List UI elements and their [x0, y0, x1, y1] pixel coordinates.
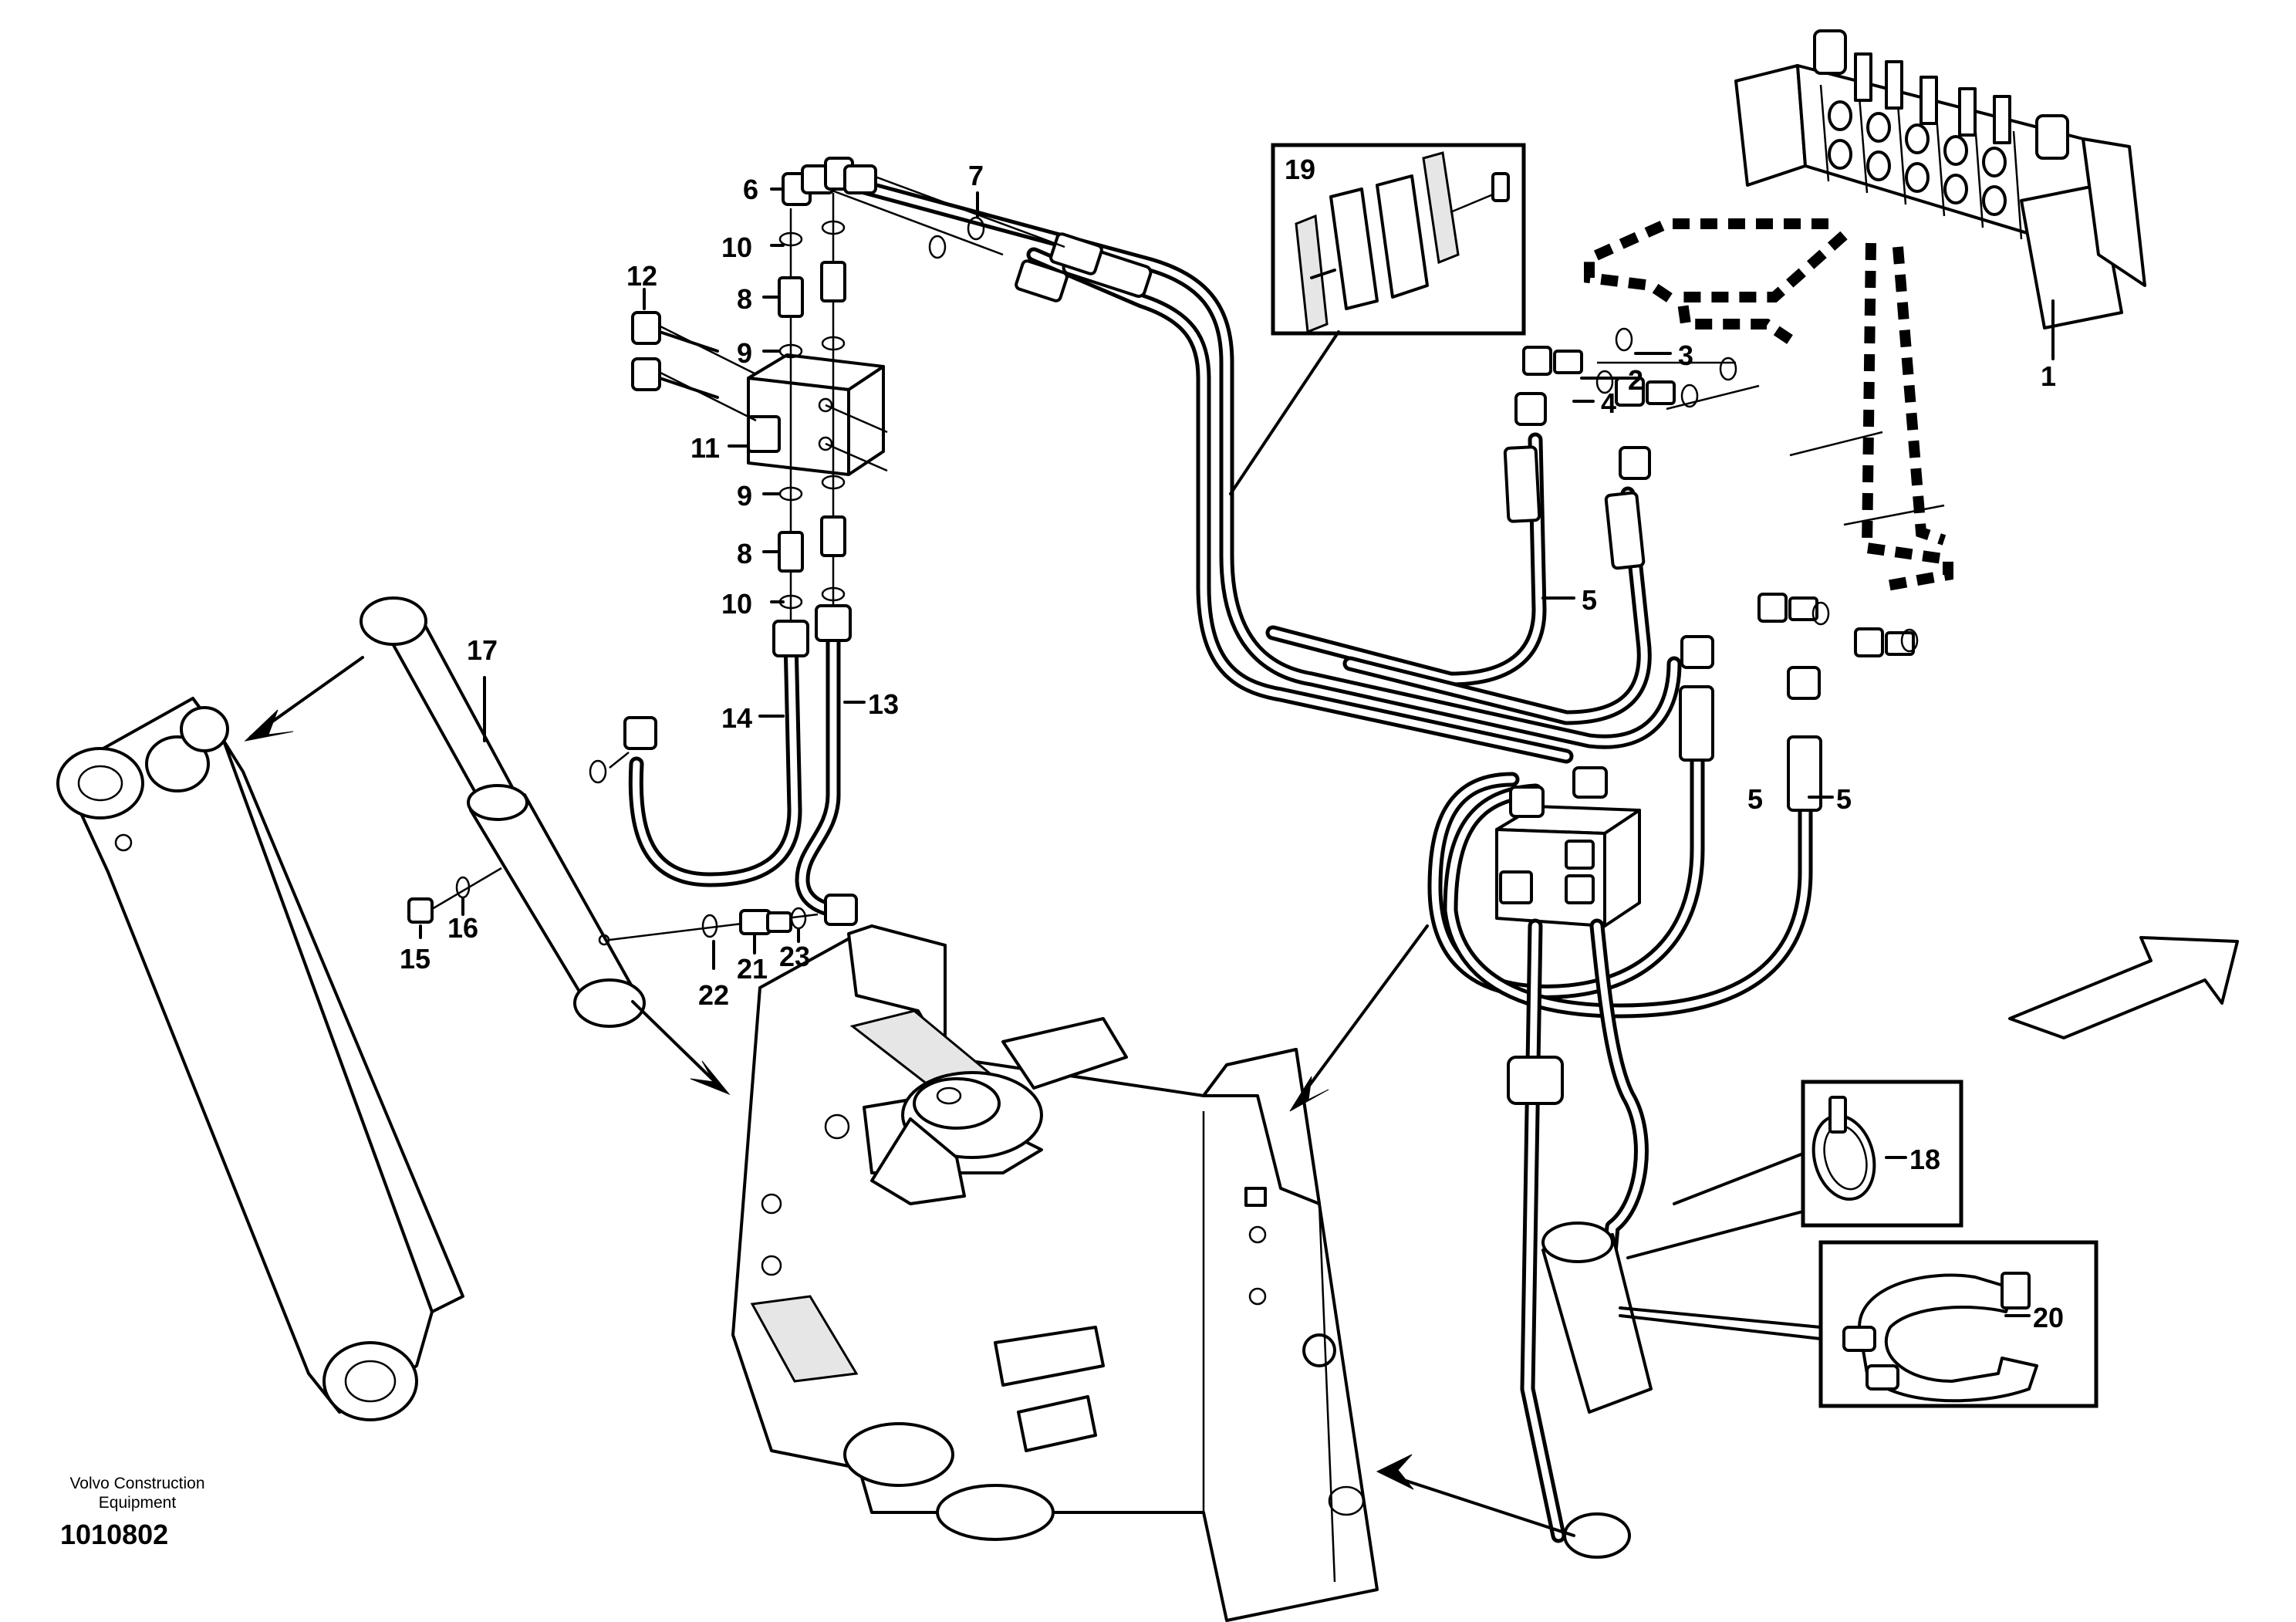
part-number-labels: 1 2 3 4 5 5 5 6 7 8 8 9 9 10 10 10 11 12…: [400, 154, 2064, 1333]
control-valve: [1734, 29, 2146, 329]
cylinder-fittings: [407, 867, 819, 941]
label-17: 17: [467, 634, 498, 666]
label-16: 16: [447, 912, 478, 944]
hose-to-cylinder-right: [1507, 918, 1653, 1559]
label-14: 14: [721, 702, 752, 734]
direction-arrow-icon: [2008, 936, 2239, 1039]
label-10-mid: 10: [721, 588, 752, 620]
brand-line-1: Volvo Construction: [69, 1475, 205, 1492]
hoses-13-14: [589, 604, 858, 926]
callout-18: [1801, 1080, 1963, 1228]
dashed-connection-lines: [1584, 218, 1953, 592]
label-19: 19: [1285, 154, 1315, 185]
label-1: 1: [2041, 360, 2056, 392]
label-10-top: 10: [721, 231, 752, 263]
label-22: 22: [698, 979, 729, 1011]
label-9-lower: 9: [737, 480, 752, 512]
brand-caption: Volvo Construction Equipment: [60, 1474, 214, 1512]
hose-set-lower: [1427, 635, 1822, 1019]
label-6: 6: [743, 174, 758, 205]
adapters-8-9-10: [778, 193, 846, 633]
label-7: 7: [968, 160, 984, 191]
arrowheads: [244, 709, 1414, 1490]
label-21: 21: [737, 953, 768, 985]
label-3: 3: [1678, 340, 1693, 371]
valve-fittings: [1522, 327, 1945, 657]
label-12: 12: [626, 260, 657, 292]
label-20: 20: [2033, 1302, 2064, 1333]
label-18: 18: [1909, 1144, 1940, 1175]
tee-block-right: [1495, 766, 1641, 928]
label-13: 13: [868, 688, 899, 720]
label-23: 23: [779, 941, 810, 972]
hydraulic-cylinder: [360, 596, 646, 1028]
tee-fittings-top: [782, 157, 1065, 259]
label-15: 15: [400, 943, 430, 975]
drawing-number: 1010802: [60, 1519, 169, 1550]
label-5-right: 5: [1836, 783, 1852, 815]
callout-19: [1271, 143, 1526, 336]
label-4: 4: [1601, 387, 1616, 419]
label-2: 2: [1628, 364, 1643, 396]
label-9-upper: 9: [737, 337, 752, 369]
front-frame: [731, 924, 1379, 1622]
label-5-lower: 5: [1747, 783, 1763, 815]
leader-lines: [249, 330, 1822, 1537]
long-hose-bundle: [849, 177, 1682, 764]
label-8-upper: 8: [737, 283, 752, 315]
distribution-block: [747, 353, 888, 476]
brand-line-2: Equipment: [98, 1494, 177, 1512]
label-11: 11: [690, 432, 720, 464]
hose-set-upper: [1265, 392, 1652, 725]
bolts-12: [631, 311, 757, 422]
label-8-lower: 8: [737, 538, 752, 569]
boom-arm: [56, 697, 464, 1421]
label-5-upper: 5: [1582, 584, 1597, 616]
callout-20: [1818, 1240, 2098, 1408]
